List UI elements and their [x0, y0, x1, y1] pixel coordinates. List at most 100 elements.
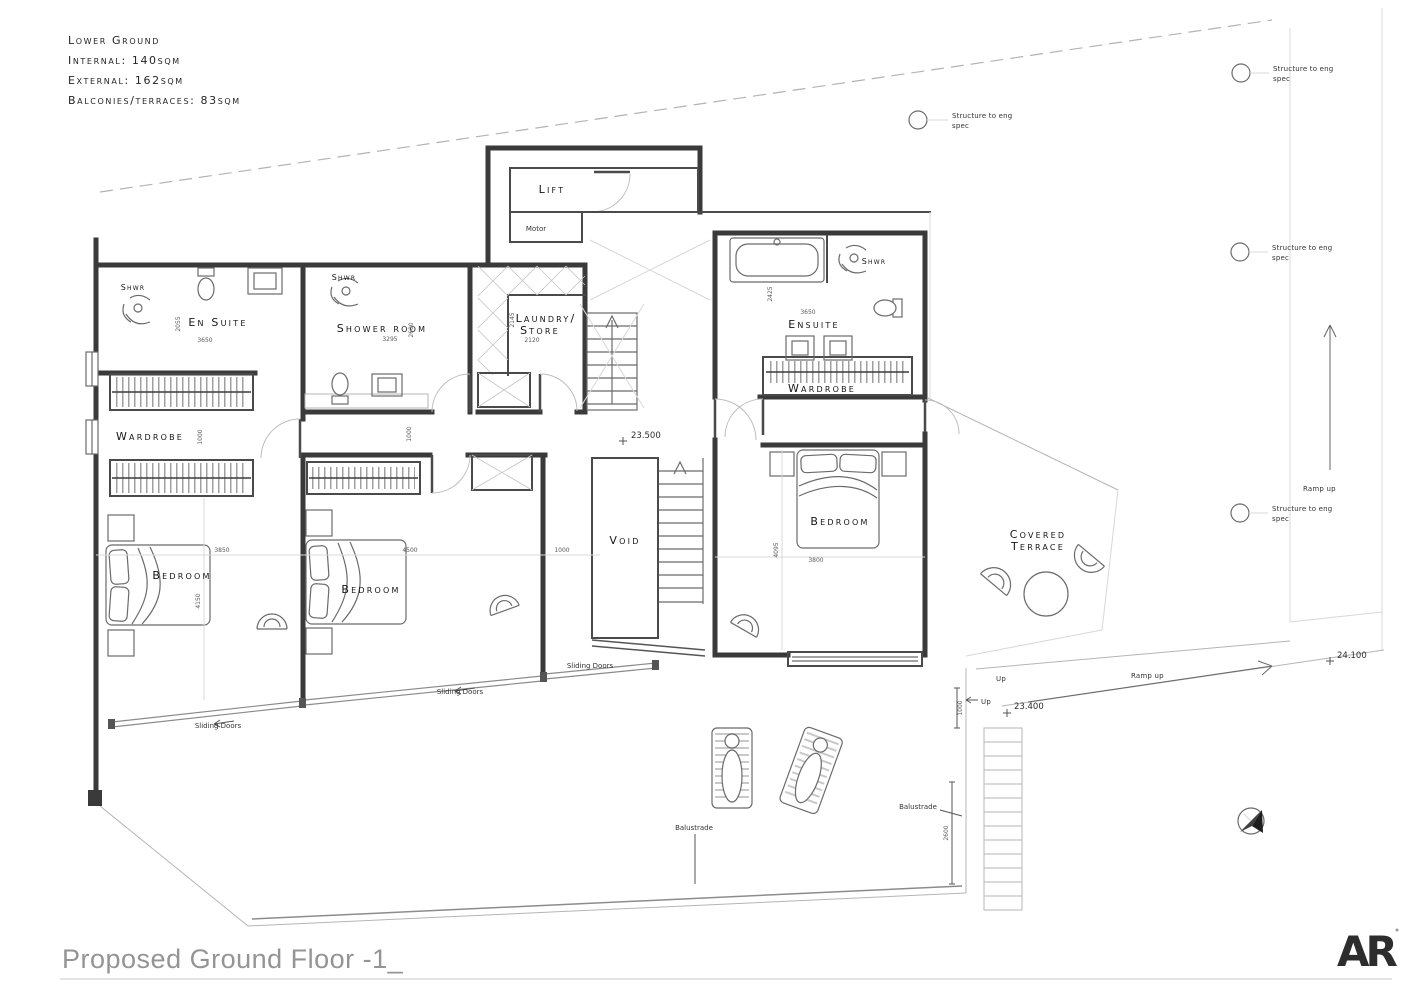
svg-text:4500: 4500 [402, 547, 417, 554]
schedule-floor: Lower Ground [68, 34, 160, 47]
ramp-up-right-label: Ramp up [1303, 485, 1336, 493]
balustrade-label-1: Balustrade [675, 824, 713, 832]
svg-text:1000: 1000 [197, 429, 204, 444]
svg-text:2425: 2425 [767, 286, 774, 301]
svg-text:2600: 2600 [943, 825, 950, 840]
external-stair [983, 727, 1023, 911]
schedule-balconies: Balconies/terraces: 83sqm [68, 94, 241, 107]
schedule-external: External: 162sqm [68, 74, 184, 87]
svg-text:spec: spec [1273, 75, 1290, 83]
area-schedule: Lower Ground Internal: 140sqm External: … [68, 34, 241, 107]
svg-text:3650: 3650 [197, 337, 212, 344]
label-void: Void [609, 534, 640, 547]
label-bedroom-master: Bedroom [810, 515, 869, 528]
windows [85, 351, 99, 455]
structure-marker-icon [1230, 242, 1250, 262]
label-shower-room: Shower room [337, 322, 428, 335]
sliding-doors-label-2: Sliding Doors [437, 688, 484, 696]
company-logo: AR [1337, 927, 1398, 976]
wardrobe-left-bottom [109, 459, 254, 497]
sliding-doors-label-1: Sliding Doors [195, 722, 242, 730]
label-wardrobe-left: Wardrobe [116, 430, 184, 443]
label-motor: Motor [526, 225, 546, 233]
lift-block [509, 167, 699, 243]
svg-text:Structure to eng: Structure to eng [1273, 65, 1333, 73]
label-ensuite: Ensuite [788, 318, 840, 331]
armchair-left-bedroom [256, 613, 288, 630]
svg-text:spec: spec [952, 122, 969, 130]
dimension-labels: 3650 2055 3295 2600 2145 2120 2425 3650 … [175, 286, 964, 840]
wardrobe-ensuite [762, 356, 913, 396]
svg-text:2120: 2120 [524, 337, 539, 344]
void-shaft [591, 457, 706, 657]
label-laundry-1: Laundry/ [516, 312, 577, 325]
svg-text:2055: 2055 [175, 316, 182, 331]
ramp-right [1323, 324, 1337, 470]
svg-text:2145: 2145 [509, 312, 516, 327]
terrace-table [1023, 571, 1069, 617]
svg-text:3650: 3650 [800, 309, 815, 316]
annotation-labels: Ramp up Ramp up Up Up Sliding Doors Slid… [195, 485, 1336, 832]
shower-room-fixtures [304, 277, 429, 409]
up-label-2: Up [981, 698, 991, 706]
label-en-suite: En Suite [188, 316, 247, 329]
up-label-1: Up [996, 675, 1006, 683]
wardrobe-left-top [109, 373, 254, 411]
label-bedroom-left: Bedroom [152, 569, 211, 582]
title-block: Proposed Ground Floor -1_ AR [60, 927, 1402, 980]
level-23500: 23.500 [631, 431, 661, 441]
sliding-doors-glazing [108, 651, 923, 729]
structure-note-text: Structure to eng [952, 112, 1012, 120]
room-labels: Lift Motor Shwr En Suite Shwr Shower roo… [116, 183, 1067, 596]
armchair-master-bedroom [729, 614, 760, 638]
sun-lounger-2 [779, 726, 843, 815]
wardrobe-mid-bedroom [306, 461, 421, 495]
label-laundry-2: Store [520, 324, 560, 337]
svg-text:spec: spec [1272, 515, 1289, 523]
structure-marker-icon [1230, 503, 1250, 523]
stair-flight-upper [579, 239, 711, 411]
schedule-internal: Internal: 140sqm [68, 54, 181, 67]
en-suite-fixtures [122, 267, 283, 325]
svg-text:1000: 1000 [554, 547, 569, 554]
svg-text:1000: 1000 [957, 700, 964, 715]
structure-note-4: Structure to eng spec [1230, 503, 1332, 523]
ensuite-right-fixtures [729, 237, 903, 361]
stair-flight-lower [657, 458, 704, 604]
structure-note-1: Structure to eng spec [908, 110, 1012, 130]
svg-text:spec: spec [1272, 254, 1289, 262]
svg-text:Structure to eng: Structure to eng [1272, 505, 1332, 513]
structure-marker-icon [908, 110, 928, 130]
label-covered-1: Covered [1010, 528, 1067, 541]
balustrade-label-2: Balustrade [899, 803, 937, 811]
sheet-title: Proposed Ground Floor -1_ [62, 944, 404, 974]
logo-mark [1395, 928, 1399, 932]
site-boundary [99, 8, 1385, 707]
doors [260, 170, 960, 494]
svg-text:4095: 4095 [773, 542, 780, 557]
walls [93, 145, 931, 803]
armchair-mid-bedroom [489, 594, 520, 617]
label-wardrobe-right: Wardrobe [788, 382, 856, 395]
label-covered-2: Terrace [1010, 540, 1065, 553]
svg-text:3800: 3800 [808, 557, 823, 564]
svg-text:4150: 4150 [195, 593, 202, 608]
north-arrow-icon [1237, 807, 1265, 835]
svg-text:3295: 3295 [382, 336, 397, 343]
terrace-outline [88, 668, 967, 927]
level-markers: 23.500 23.400 24.100 [619, 431, 1367, 717]
bed-middle [305, 509, 407, 655]
label-lift: Lift [539, 183, 566, 196]
structure-marker-icon [1231, 63, 1251, 83]
label-shwr-3: Shwr [862, 257, 887, 266]
laundry-shelving [477, 265, 586, 408]
service-shaft [471, 454, 533, 491]
ramp-up-bottom-label: Ramp up [1131, 672, 1164, 680]
label-shwr-2: Shwr [332, 273, 357, 282]
terrace-armchair-2 [1073, 543, 1105, 573]
label-shwr-1: Shwr [121, 283, 146, 292]
svg-text:1000: 1000 [406, 426, 413, 441]
label-bedroom-mid: Bedroom [341, 583, 400, 596]
